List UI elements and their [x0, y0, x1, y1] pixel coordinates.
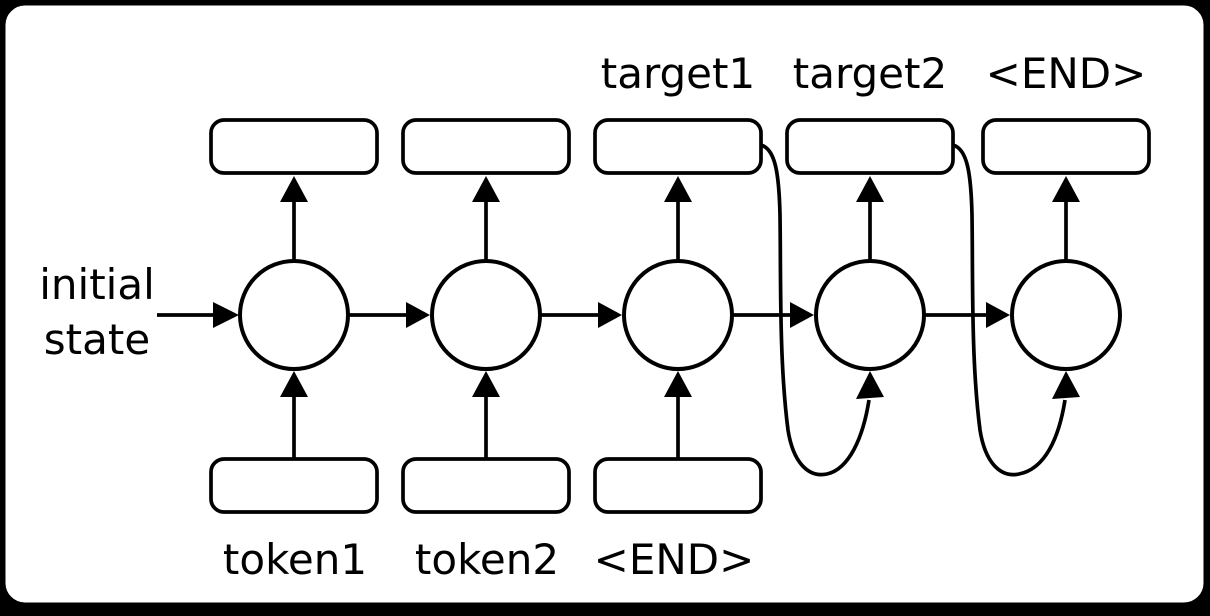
arrow-input1-cell1-head — [280, 371, 308, 397]
rnn-cell-4 — [814, 259, 926, 371]
arrow-cell5-output5-head — [1052, 176, 1080, 202]
arrow-input2-cell2-head — [472, 371, 500, 397]
arrow-cell1-cell2-head — [406, 302, 430, 328]
feedback-arrowhead-cell5 — [1052, 371, 1080, 399]
output-label-target1: target1 — [601, 49, 755, 98]
arrow-cell3-cell4-head — [790, 302, 814, 328]
rnn-cell-3 — [622, 259, 734, 371]
input-box-3 — [593, 457, 763, 514]
rnn-cell-2 — [430, 259, 542, 371]
output-label-target2: target2 — [793, 49, 947, 98]
rnn-cell-1 — [238, 259, 350, 371]
output-box-3 — [593, 118, 763, 175]
arrow-cell4-output4-head — [856, 176, 884, 202]
arrow-cell2-output2-head — [472, 176, 500, 202]
input-box-2 — [401, 457, 571, 514]
input-box-1 — [209, 457, 379, 514]
arrow-cell4-cell5-head — [986, 302, 1010, 328]
output-box-2 — [401, 118, 571, 175]
arrow-input3-cell3-head — [664, 371, 692, 397]
arrow-cell1-output1-head — [280, 176, 308, 202]
initial-state-arrowhead — [213, 302, 239, 328]
input-label-token1: token1 — [223, 535, 367, 584]
initial-state-label-line1: initial — [39, 260, 155, 309]
arrow-cell3-output3-head — [664, 176, 692, 202]
feedback-arrowhead-cell4 — [856, 371, 884, 399]
rnn-cell-5 — [1010, 259, 1122, 371]
initial-state-label-line2: state — [44, 315, 150, 364]
feedback-curve-output4-input5 — [952, 143, 1067, 477]
input-label-token2: token2 — [415, 535, 559, 584]
output-box-4 — [785, 118, 955, 175]
arrow-cell2-cell3-head — [598, 302, 622, 328]
output-box-5 — [981, 118, 1151, 175]
output-box-1 — [209, 118, 379, 175]
output-label-end: <END> — [986, 49, 1147, 98]
feedback-curve-output3-input4 — [760, 143, 871, 477]
input-label-end: <END> — [594, 535, 755, 584]
